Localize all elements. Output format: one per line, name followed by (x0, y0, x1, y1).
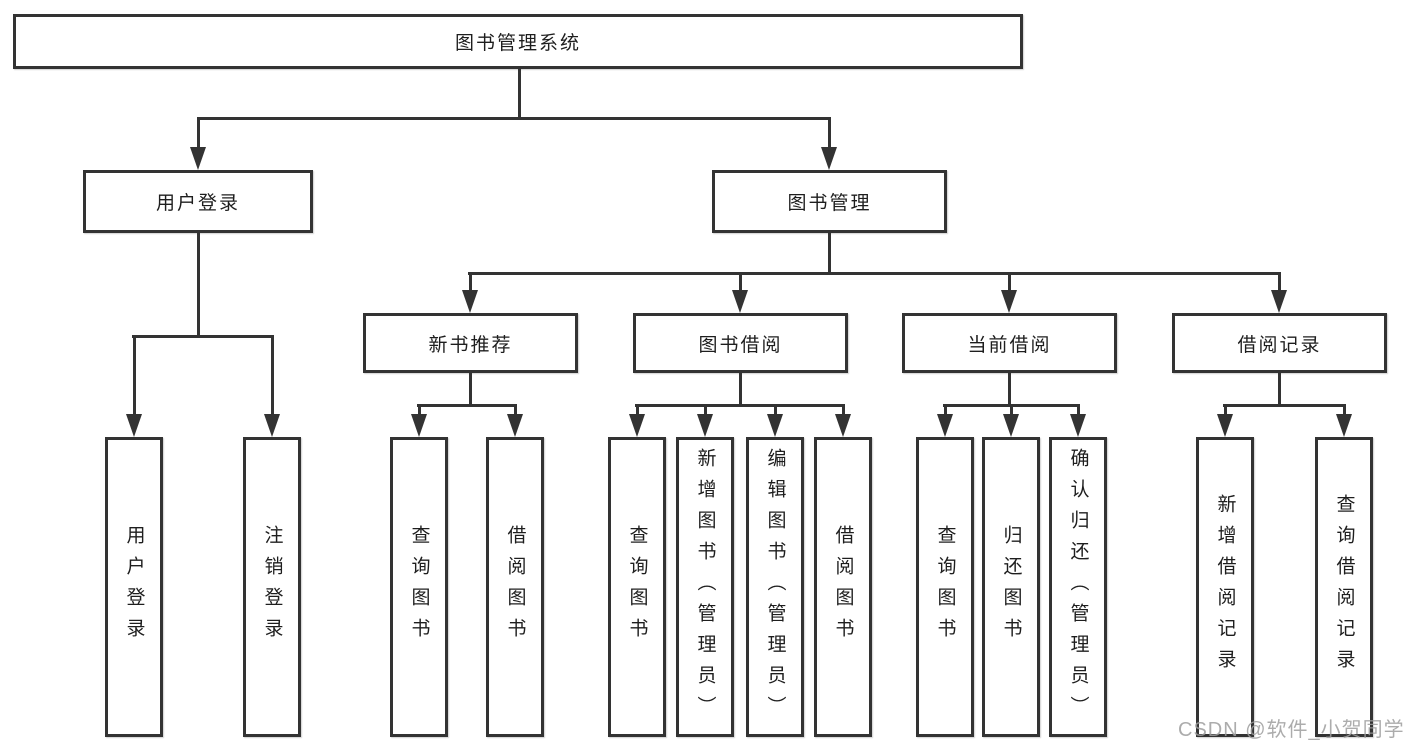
node-query-books-current: 查询图书 (916, 437, 974, 737)
node-borrow-books-recommend: 借阅图书 (486, 437, 544, 737)
edge-line (1224, 404, 1227, 418)
node-label: 查询图书 (934, 525, 956, 649)
edge-line (704, 404, 707, 418)
edge-line (469, 272, 472, 294)
node-new-book-recommend: 新书推荐 (363, 313, 578, 373)
node-query-books-borrow: 查询图书 (608, 437, 666, 737)
node-label: 图书借阅 (698, 334, 783, 356)
edge-line (197, 117, 831, 120)
edge-line (417, 404, 517, 407)
node-label: 查询图书 (626, 525, 648, 649)
arrowhead-icon (1217, 414, 1233, 437)
edge-line (828, 117, 831, 150)
node-label: 查询借阅记录 (1333, 494, 1355, 680)
edge-line (1343, 404, 1346, 418)
arrowhead-icon (411, 414, 427, 437)
edge-line (1077, 404, 1080, 418)
edge-line (133, 335, 136, 418)
edge-line (197, 233, 200, 338)
node-label: 新增图书（管理员） (694, 447, 716, 727)
edge-line (468, 272, 1280, 275)
edge-line (469, 373, 472, 406)
arrowhead-icon (1336, 414, 1352, 437)
arrowhead-icon (1001, 290, 1017, 313)
edge-line (1008, 373, 1011, 406)
node-return-book: 归还图书 (982, 437, 1040, 737)
edge-line (1223, 404, 1346, 407)
arrowhead-icon (126, 414, 142, 437)
arrowhead-icon (190, 147, 206, 170)
arrowhead-icon (1271, 290, 1287, 313)
edge-line (1008, 272, 1011, 294)
node-label: 图书管理系统 (454, 33, 581, 54)
node-borrow-books: 借阅图书 (814, 437, 872, 737)
node-label: 编辑图书（管理员） (764, 447, 786, 727)
node-add-borrow-record: 新增借阅记录 (1196, 437, 1254, 737)
node-label: 确认归还（管理员） (1067, 447, 1089, 727)
arrowhead-icon (507, 414, 523, 437)
edge-line (197, 117, 200, 150)
node-library-system: 图书管理系统 (13, 14, 1023, 69)
node-edit-book-admin: 编辑图书（管理员） (746, 437, 804, 737)
arrowhead-icon (767, 414, 783, 437)
node-label: 新增借阅记录 (1214, 494, 1236, 680)
node-label: 借阅图书 (832, 525, 854, 649)
node-label: 用户登录 (155, 193, 240, 214)
arrowhead-icon (937, 414, 953, 437)
node-label: 用户登录 (123, 525, 145, 649)
node-label: 新书推荐 (428, 334, 513, 356)
edge-line (774, 404, 777, 418)
node-add-book-admin: 新增图书（管理员） (676, 437, 734, 737)
edge-line (739, 272, 742, 294)
edge-line (636, 404, 639, 418)
node-user-login: 用户登录 (105, 437, 163, 737)
edge-line (842, 404, 845, 418)
arrowhead-icon (732, 290, 748, 313)
edge-line (514, 404, 517, 418)
node-borrow-records: 借阅记录 (1172, 313, 1387, 373)
edge-line (132, 335, 274, 338)
arrowhead-icon (462, 290, 478, 313)
node-confirm-return-admin: 确认归还（管理员） (1049, 437, 1107, 737)
node-query-books-recommend: 查询图书 (390, 437, 448, 737)
edge-line (1278, 373, 1281, 406)
node-current-borrow: 当前借阅 (902, 313, 1117, 373)
edge-line (271, 335, 274, 418)
arrowhead-icon (821, 147, 837, 170)
node-label: 当前借阅 (967, 334, 1052, 356)
arrowhead-icon (835, 414, 851, 437)
edge-line (739, 373, 742, 406)
arrowhead-icon (697, 414, 713, 437)
node-book-management: 图书管理 (712, 170, 947, 233)
edge-line (1010, 404, 1013, 418)
node-book-borrow: 图书借阅 (633, 313, 848, 373)
watermark-text: CSDN @软件_小贺同学 (1178, 719, 1405, 741)
node-query-borrow-record: 查询借阅记录 (1315, 437, 1373, 737)
node-label: 查询图书 (408, 525, 430, 649)
node-label: 归还图书 (1000, 525, 1022, 649)
arrowhead-icon (1003, 414, 1019, 437)
edge-line (635, 404, 845, 407)
arrowhead-icon (264, 414, 280, 437)
edge-line (518, 69, 521, 120)
node-label: 注销登录 (261, 525, 283, 649)
node-user-login-group: 用户登录 (83, 170, 313, 233)
arrowhead-icon (1070, 414, 1086, 437)
node-logout: 注销登录 (243, 437, 301, 737)
node-label: 借阅图书 (504, 525, 526, 649)
arrowhead-icon (629, 414, 645, 437)
edge-line (418, 404, 421, 418)
edge-line (828, 233, 831, 275)
node-label: 借阅记录 (1237, 334, 1322, 356)
node-label: 图书管理 (787, 193, 872, 214)
edge-line (944, 404, 947, 418)
edge-line (1278, 272, 1281, 294)
